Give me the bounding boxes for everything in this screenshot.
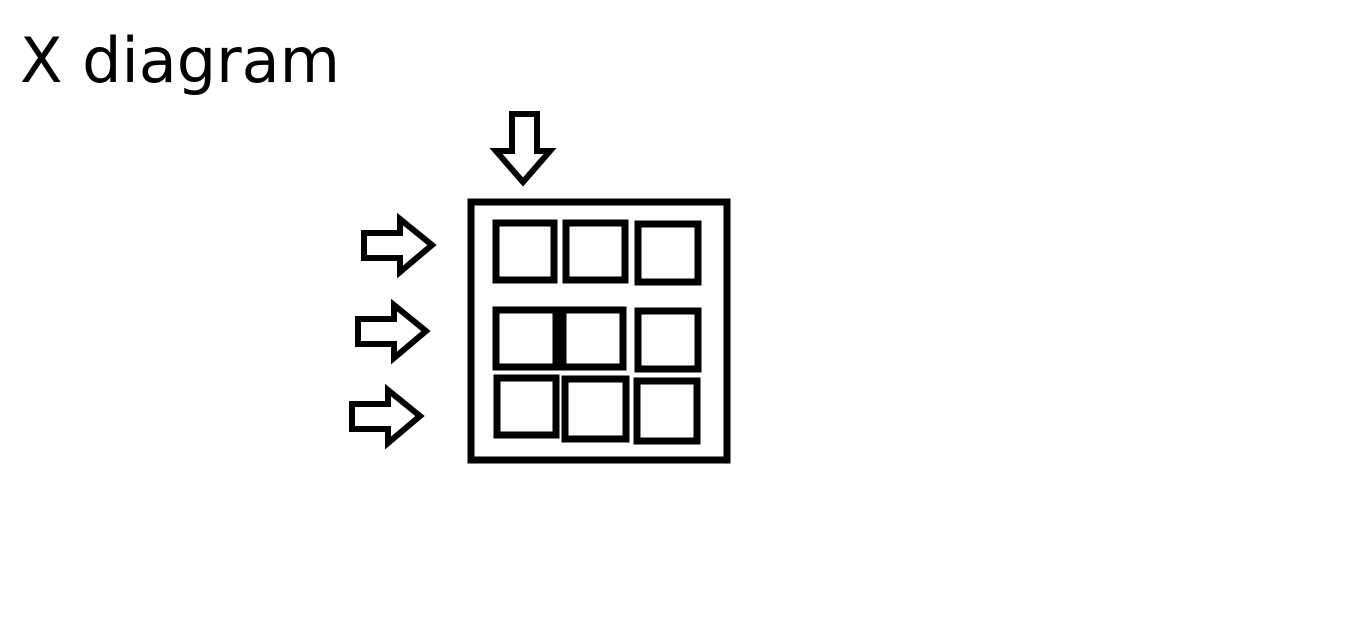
row-2-right-arrow-icon [355,298,431,365]
cell-r2-c3 [634,307,702,373]
outer-frame [467,198,731,464]
row-3-right-arrow-icon [349,383,425,450]
page-title: X diagram [20,24,340,97]
cell-r1-c2 [562,219,629,284]
cell-r1-c3 [634,220,702,286]
row-1-right-arrow-icon [361,212,437,279]
cell-r3-c3 [633,377,701,445]
cell-r2-c1 [492,306,560,371]
cell-r2-c2 [559,306,627,371]
cell-r1-c1 [492,219,558,284]
cell-r3-c2 [561,375,630,443]
top-down-arrow-icon [489,111,557,187]
cell-r3-c1 [493,374,560,439]
